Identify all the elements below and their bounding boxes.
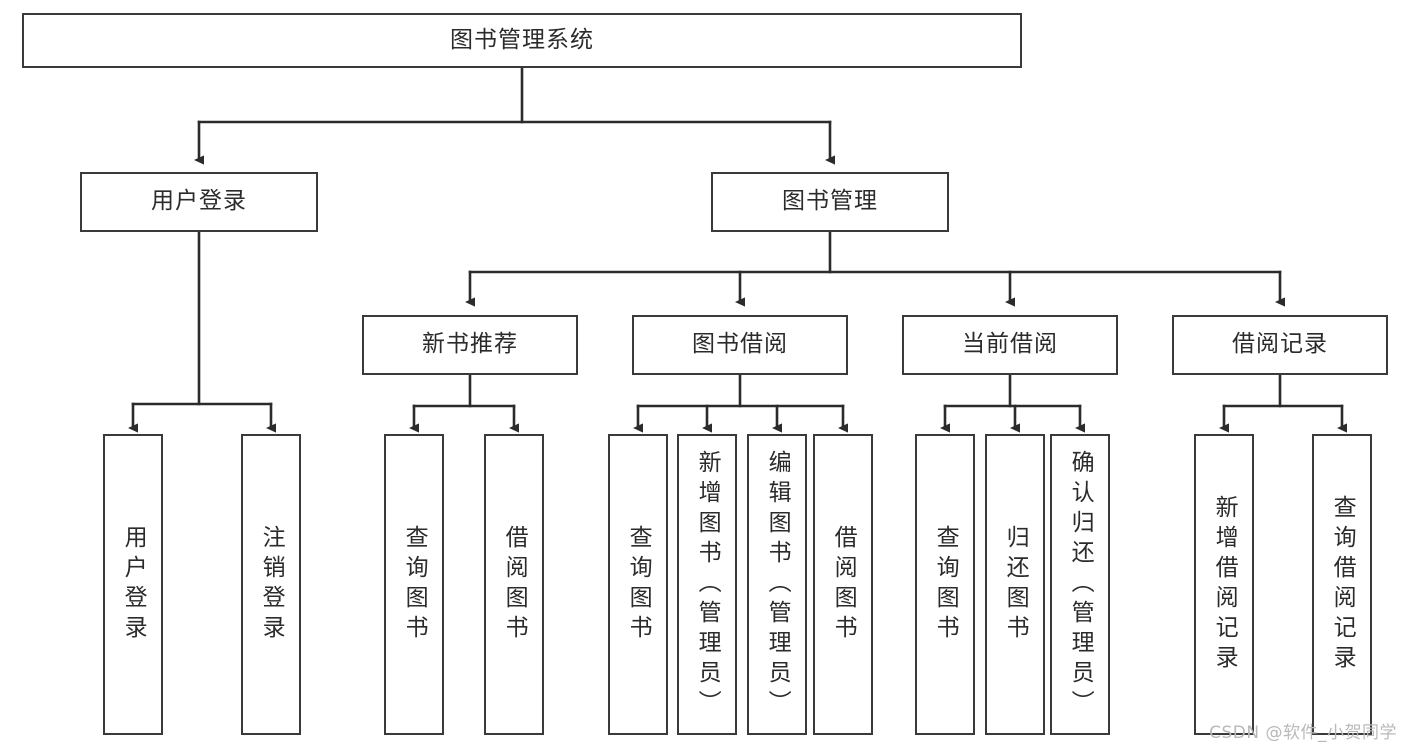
node-new-book-recommend[interactable]: 新书推荐 xyxy=(362,315,578,375)
leaf-borrow-borrow-book[interactable]: 借阅图书 xyxy=(813,434,873,735)
node-current-borrow[interactable]: 当前借阅 xyxy=(902,315,1118,375)
node-book-management[interactable]: 图书管理 xyxy=(711,172,949,232)
leaf-record-query[interactable]: 查询借阅记录 xyxy=(1312,434,1372,735)
leaf-current-return-book[interactable]: 归还图书 xyxy=(985,434,1045,735)
node-user-login[interactable]: 用户登录 xyxy=(80,172,318,232)
leaf-borrow-edit-book[interactable]: 编辑图书（管理员） xyxy=(747,434,807,735)
leaf-new-book-borrow[interactable]: 借阅图书 xyxy=(484,434,544,735)
node-borrow-record[interactable]: 借阅记录 xyxy=(1172,315,1388,375)
leaf-new-book-query[interactable]: 查询图书 xyxy=(384,434,444,735)
leaf-user-login-login[interactable]: 用户登录 xyxy=(103,434,163,735)
leaf-user-login-logout[interactable]: 注销登录 xyxy=(241,434,301,735)
node-root[interactable]: 图书管理系统 xyxy=(22,13,1022,68)
leaf-record-add[interactable]: 新增借阅记录 xyxy=(1194,434,1254,735)
leaf-borrow-add-book[interactable]: 新增图书（管理员） xyxy=(677,434,737,735)
leaf-borrow-query-book[interactable]: 查询图书 xyxy=(608,434,668,735)
leaf-current-query-book[interactable]: 查询图书 xyxy=(915,434,975,735)
watermark: CSDN @软件_小贺同学 xyxy=(1209,723,1397,743)
node-book-borrow[interactable]: 图书借阅 xyxy=(632,315,848,375)
leaf-current-confirm-return[interactable]: 确认归还（管理员） xyxy=(1050,434,1110,735)
